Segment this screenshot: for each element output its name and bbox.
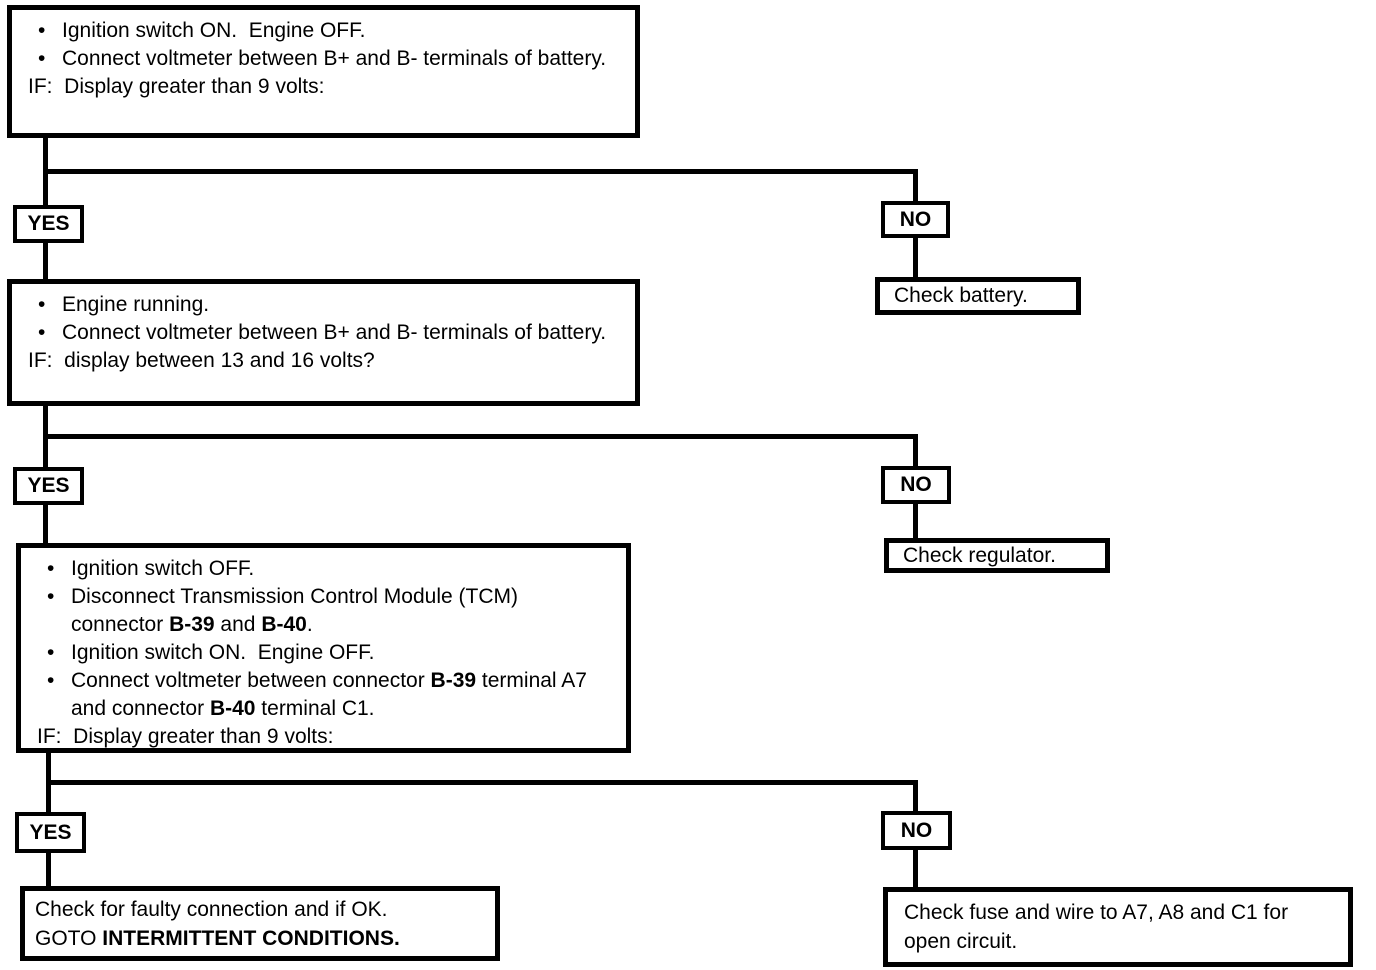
action-text: Check fuse and wire to A7, A8 and C1 for… xyxy=(904,901,1294,953)
flow-line xyxy=(913,434,918,466)
flow-line xyxy=(913,169,918,201)
bullet-item: • Connect voltmeter between B+ and B- te… xyxy=(28,319,625,347)
bullet-icon: • xyxy=(47,641,55,664)
flow-line xyxy=(43,505,48,543)
step-box-battery-voltage: • Ignition switch ON. Engine OFF. • Conn… xyxy=(7,5,640,138)
bullet-text: Connect voltmeter between B+ and B- term… xyxy=(62,321,607,344)
action-faulty-connection: Check for faulty connection and if OK. G… xyxy=(20,886,500,961)
flow-line xyxy=(43,434,918,439)
bullet-icon: • xyxy=(38,293,46,316)
decision-no-1: NO xyxy=(881,201,950,238)
text-part: Connect voltmeter between connector xyxy=(71,669,431,692)
action-text: Check battery. xyxy=(894,284,1028,307)
bullet-item: • Connect voltmeter between B+ and B- te… xyxy=(28,45,625,73)
bullet-icon: • xyxy=(38,19,46,42)
bullet-text: Ignition switch OFF. xyxy=(71,557,255,580)
action-text-line: GOTO INTERMITTENT CONDITIONS. xyxy=(35,924,485,953)
bullet-text: Ignition switch ON. Engine OFF. xyxy=(62,19,366,42)
condition-text: IF: display between 13 and 16 volts? xyxy=(28,349,375,372)
bullet-item: • Ignition switch OFF. xyxy=(37,555,616,583)
bullet-icon: • xyxy=(38,47,46,70)
action-check-battery: Check battery. xyxy=(875,277,1081,315)
bullet-item: • Disconnect Transmission Control Module… xyxy=(37,583,616,639)
connector-id: B-40 xyxy=(261,613,307,636)
bullet-item: • Ignition switch ON. Engine OFF. xyxy=(37,639,616,667)
bullet-text: Connect voltmeter between connector B-39… xyxy=(71,667,616,723)
action-text: Check regulator. xyxy=(903,543,1056,567)
action-check-regulator: Check regulator. xyxy=(884,538,1110,573)
action-text-line: Check for faulty connection and if OK. xyxy=(35,897,388,921)
goto-prefix: GOTO xyxy=(35,926,103,950)
bullet-icon: • xyxy=(38,321,46,344)
text-part: Disconnect Transmission Control Module (… xyxy=(71,585,524,636)
step-box-tcm-connector: • Ignition switch OFF. • Disconnect Tran… xyxy=(16,543,631,753)
flow-line xyxy=(913,850,918,887)
action-check-fuse: Check fuse and wire to A7, A8 and C1 for… xyxy=(883,887,1353,967)
connector-id: B-40 xyxy=(209,697,256,720)
text-part: . xyxy=(306,613,313,636)
bullet-text: Engine running. xyxy=(62,293,210,316)
bullet-icon: • xyxy=(47,585,55,608)
bullet-icon: • xyxy=(47,669,55,692)
decision-yes-1: YES xyxy=(13,205,84,243)
bullet-text: Disconnect Transmission Control Module (… xyxy=(71,583,616,639)
text-part: terminal A7 and connector xyxy=(71,669,593,720)
connector-id: B-39 xyxy=(169,613,215,636)
bullet-item: • Connect voltmeter between connector B-… xyxy=(37,667,616,723)
flow-line xyxy=(913,504,918,538)
step-box-charging-voltage: • Engine running. • Connect voltmeter be… xyxy=(7,279,640,406)
connector-id: B-39 xyxy=(430,669,477,692)
bullet-item: • Engine running. xyxy=(28,291,625,319)
flow-line xyxy=(913,780,918,811)
flow-line xyxy=(43,243,48,279)
flow-line xyxy=(913,238,918,277)
flow-line xyxy=(46,780,918,785)
decision-no-3: NO xyxy=(881,811,952,850)
bullet-text: Ignition switch ON. Engine OFF. xyxy=(71,641,375,664)
decision-yes-3: YES xyxy=(15,812,86,853)
flow-line xyxy=(43,169,918,174)
flow-line xyxy=(46,853,51,886)
condition-text: IF: Display greater than 9 volts: xyxy=(28,75,325,98)
decision-yes-2: YES xyxy=(13,467,84,505)
bullet-icon: • xyxy=(47,557,55,580)
condition-text: IF: Display greater than 9 volts: xyxy=(37,725,334,748)
goto-target: INTERMITTENT CONDITIONS. xyxy=(102,926,400,950)
bullet-item: • Ignition switch ON. Engine OFF. xyxy=(28,17,625,45)
text-part: terminal C1. xyxy=(255,697,375,720)
bullet-text: Connect voltmeter between B+ and B- term… xyxy=(62,47,607,70)
decision-no-2: NO xyxy=(881,466,951,504)
text-part: and xyxy=(214,613,262,636)
